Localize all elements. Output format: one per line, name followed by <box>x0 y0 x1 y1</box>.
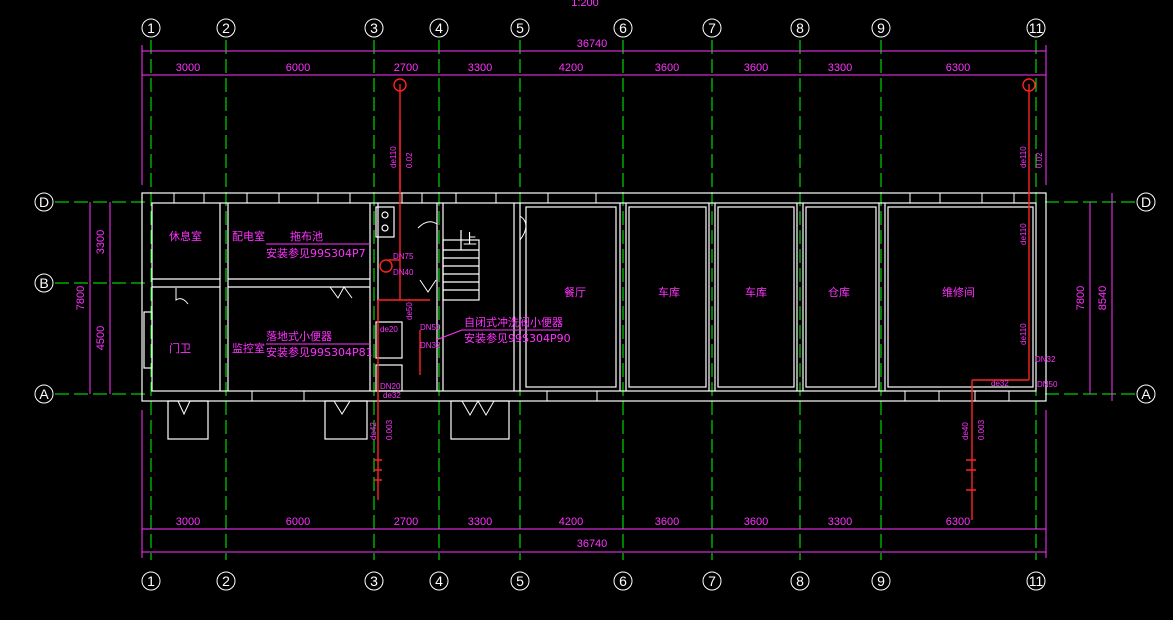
windows <box>173 192 1015 402</box>
axis-label-7: 7 <box>708 20 716 36</box>
pipe-label-dn40: DN40 <box>393 268 414 277</box>
span-dim-3-4: 2700 <box>394 62 418 74</box>
span-dim-3-4-bottom: 2700 <box>394 516 418 528</box>
span-dim-7-8-bottom: 3600 <box>744 516 768 528</box>
room-label-warehouse: 仓库 <box>828 285 850 299</box>
axis-label-B-left: B <box>39 275 48 291</box>
span-dim-7-8: 3600 <box>744 62 768 74</box>
span-dim-2-3: 6000 <box>286 62 310 74</box>
axis-label-9-bottom: 9 <box>877 573 885 589</box>
axis-lines <box>55 40 1135 560</box>
pipe-slope-d: 0.003 <box>977 419 986 440</box>
span-dim-5-6: 4200 <box>559 62 583 74</box>
axis-label-4-bottom: 4 <box>435 573 443 589</box>
total-dimension-top: 36740 <box>577 38 608 50</box>
axis-label-3-bottom: 3 <box>370 573 378 589</box>
pipe-label-de50: de50 <box>405 302 414 320</box>
room-label-garage-1: 车库 <box>658 285 680 299</box>
pipe-label-de110-d: de110 <box>1019 323 1028 345</box>
drain-pipes <box>374 78 1036 520</box>
axis-label-D-left: D <box>39 194 49 210</box>
room-label-canteen: 餐厅 <box>564 285 586 299</box>
room-label-power: 配电室 <box>232 229 265 243</box>
left-dim-d-b: 3300 <box>95 230 107 254</box>
pipe-slope-b: 0.02 <box>1035 152 1044 168</box>
axis-label-6-bottom: 6 <box>619 573 627 589</box>
axis-label-11: 11 <box>1029 20 1044 36</box>
note-urinal: 落地式小便器 <box>266 330 332 343</box>
left-dim-b-a: 4500 <box>95 326 107 350</box>
room-label-monitor: 监控室 <box>232 341 265 355</box>
axis-label-D-right: D <box>1141 194 1151 210</box>
pipe-label-de110-a: de110 <box>389 146 398 168</box>
pipe-label-de40: de40 <box>961 422 970 440</box>
pipe-slope-c: 0.003 <box>385 419 394 440</box>
room-label-garage-2: 车库 <box>745 285 767 299</box>
pipe-label-dn75: DN75 <box>393 252 414 261</box>
axis-label-2: 2 <box>222 20 230 36</box>
note-mop-ref: 安装参见99S304P7 <box>266 246 366 260</box>
doors <box>175 215 527 417</box>
stair-up-label: 上 <box>463 231 477 247</box>
building-walls <box>141 192 1047 440</box>
span-dim-2-3-bottom: 6000 <box>286 516 310 528</box>
axis-label-1-bottom: 1 <box>147 573 155 589</box>
axis-label-1: 1 <box>147 20 155 36</box>
room-label-rest: 休息室 <box>169 229 202 243</box>
span-dim-4-5-bottom: 3300 <box>468 516 492 528</box>
axis-label-A-left: A <box>39 386 49 402</box>
span-dim-9-11-bottom: 6300 <box>946 516 970 528</box>
span-dim-1-2: 3000 <box>176 62 200 74</box>
span-dim-8-9-bottom: 3300 <box>828 516 852 528</box>
room-label-guard: 门卫 <box>169 341 191 355</box>
pipe-label-dn20: DN20 <box>380 382 401 391</box>
axis-label-8: 8 <box>796 20 804 36</box>
scale-label: 1:200 <box>571 0 599 9</box>
pipe-label-de32b: de32 <box>991 379 1009 388</box>
axis-label-A-right: A <box>1141 386 1151 402</box>
axis-label-8-bottom: 8 <box>796 573 804 589</box>
pipe-label-de20: de20 <box>380 325 398 334</box>
right-dim-outer: 8540 <box>1097 286 1109 310</box>
axis-label-3: 3 <box>370 20 378 36</box>
note-urinal-ref: 安装参见99S304P81 <box>266 345 373 359</box>
axis-label-7-bottom: 7 <box>708 573 716 589</box>
span-dim-9-11: 6300 <box>946 62 970 74</box>
pipe-label-dn32: DN32 <box>420 341 441 350</box>
pipe-label-dn32b: DN32 <box>1035 355 1056 364</box>
note-flush-urinal: 自闭式冲洗阀小便器 <box>464 315 563 329</box>
left-dim-total: 7800 <box>75 286 87 310</box>
axis-label-11-bottom: 11 <box>1029 573 1044 589</box>
pipe-label-de32: de32 <box>383 391 401 400</box>
note-mop-sink: 拖布池 <box>290 229 323 243</box>
right-dim-inner: 7800 <box>1075 286 1087 310</box>
span-dim-5-6-bottom: 4200 <box>559 516 583 528</box>
axis-label-5-bottom: 5 <box>516 573 524 589</box>
span-dim-6-7: 3600 <box>655 62 679 74</box>
total-dimension-bottom: 36740 <box>577 538 608 550</box>
axis-label-2-bottom: 2 <box>222 573 230 589</box>
axis-label-5: 5 <box>516 20 524 36</box>
span-dim-4-5: 3300 <box>468 62 492 74</box>
note-flush-ref: 安装参见99S304P90 <box>464 331 571 345</box>
top-axis-bubbles <box>34 18 1156 591</box>
pipe-slope-a: 0.02 <box>405 152 414 168</box>
axis-label-9: 9 <box>877 20 885 36</box>
pipe-label-de110-c: de110 <box>1019 223 1028 245</box>
axis-label-6: 6 <box>619 20 627 36</box>
span-dim-6-7-bottom: 3600 <box>655 516 679 528</box>
room-label-repair: 维修间 <box>942 285 975 299</box>
span-dim-8-9: 3300 <box>828 62 852 74</box>
pipe-label-dn50b: DN50 <box>1037 380 1058 389</box>
pipe-label-de110-b: de110 <box>1019 146 1028 168</box>
dimension-lines <box>89 45 1113 558</box>
pipe-label-dn50: DN50 <box>420 323 441 332</box>
axis-label-4: 4 <box>435 20 443 36</box>
span-dim-1-2-bottom: 3000 <box>176 516 200 528</box>
pipe-label-de42: de42 <box>369 422 378 440</box>
